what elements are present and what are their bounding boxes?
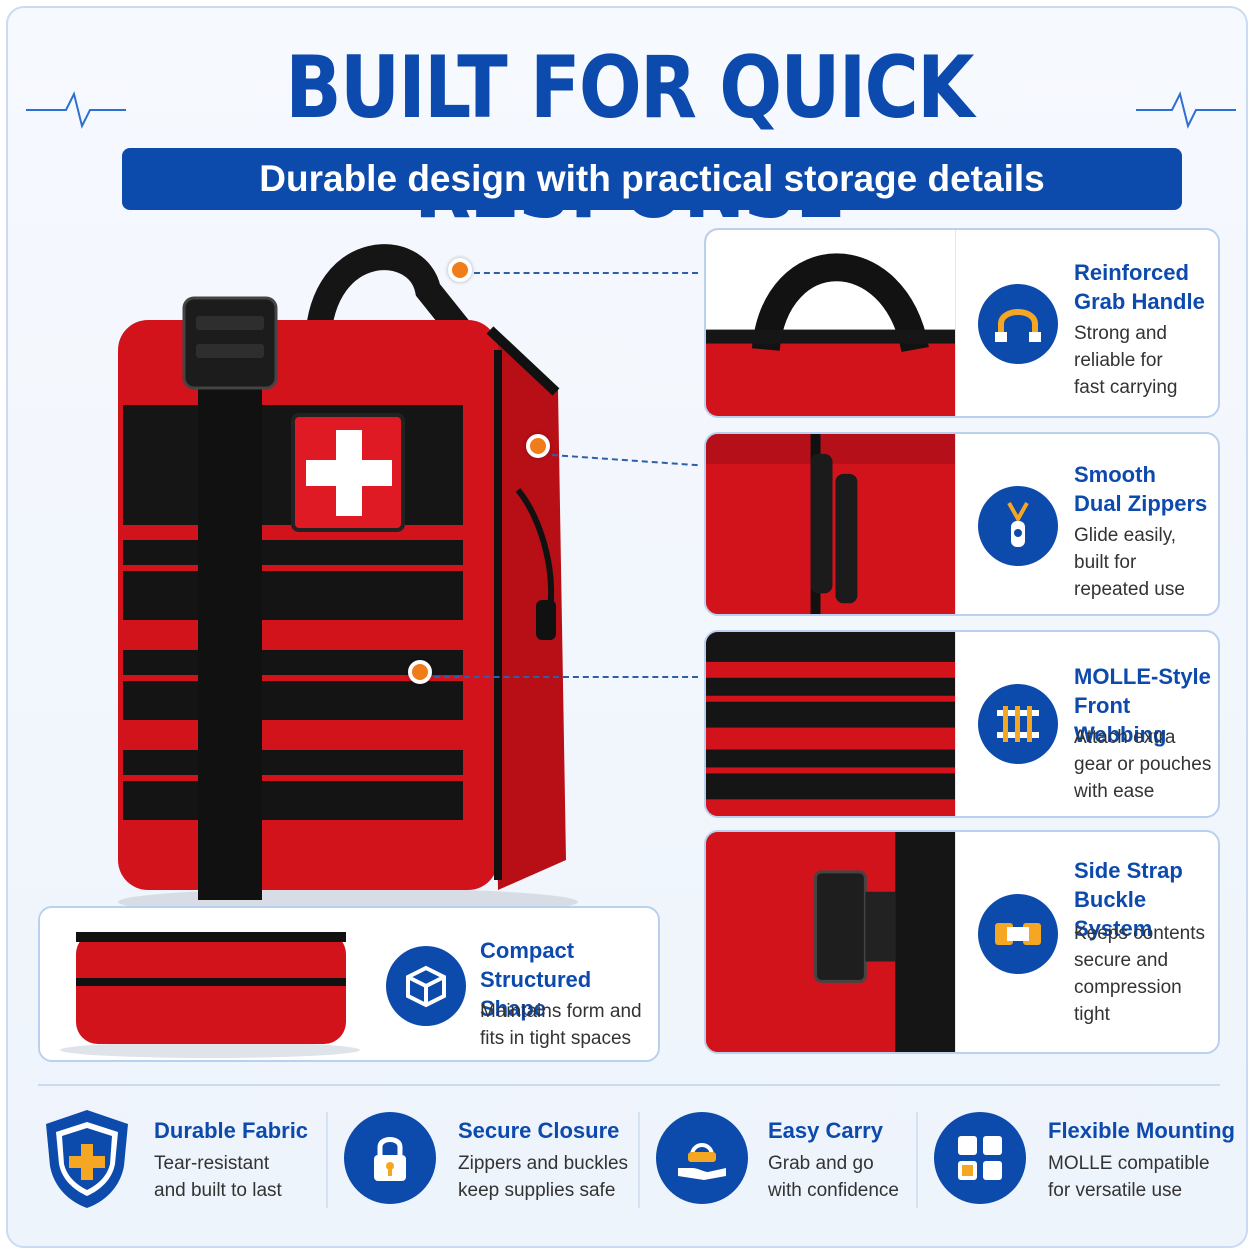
callout-dot-zipper (526, 434, 550, 458)
heartbeat-line-left-icon (26, 91, 126, 129)
hand-carry-icon (656, 1112, 748, 1204)
buckle-closeup-image (706, 832, 956, 1052)
heartbeat-line-right-icon (1136, 91, 1236, 129)
callout-line-webbing (434, 676, 698, 678)
webbing-icon (978, 684, 1058, 764)
callout-dot-webbing (408, 660, 432, 684)
zipper-icon (978, 486, 1058, 566)
bottom-feature-title: Durable Fabric (154, 1118, 309, 1143)
lock-icon (344, 1112, 436, 1204)
section-divider (38, 1084, 1220, 1086)
webbing-closeup-image (706, 632, 956, 816)
cube-icon (386, 946, 466, 1026)
bag-side-view-image (40, 908, 370, 1060)
bottom-feature-title: Easy Carry (768, 1118, 883, 1143)
subtitle-banner: Durable design with practical storage de… (122, 148, 1182, 210)
zipper-closeup-image (706, 434, 956, 614)
grid-mount-icon (934, 1112, 1026, 1204)
bottom-separator (638, 1112, 640, 1208)
callout-dot-handle (448, 258, 472, 282)
handle-icon (978, 284, 1058, 364)
bottom-separator (326, 1112, 328, 1208)
bottom-separator (916, 1112, 918, 1208)
handle-closeup-image (706, 230, 956, 416)
buckle-icon (978, 894, 1058, 974)
shield-plus-icon (46, 1110, 128, 1208)
infographic-frame: BUILT FOR QUICK RESPONSE Durable design … (6, 6, 1248, 1248)
callout-line-handle (474, 272, 698, 274)
bottom-feature-title: Flexible Mounting (1048, 1118, 1235, 1143)
bottom-feature-title: Secure Closure (458, 1118, 620, 1143)
first-aid-bag-image (118, 244, 578, 916)
